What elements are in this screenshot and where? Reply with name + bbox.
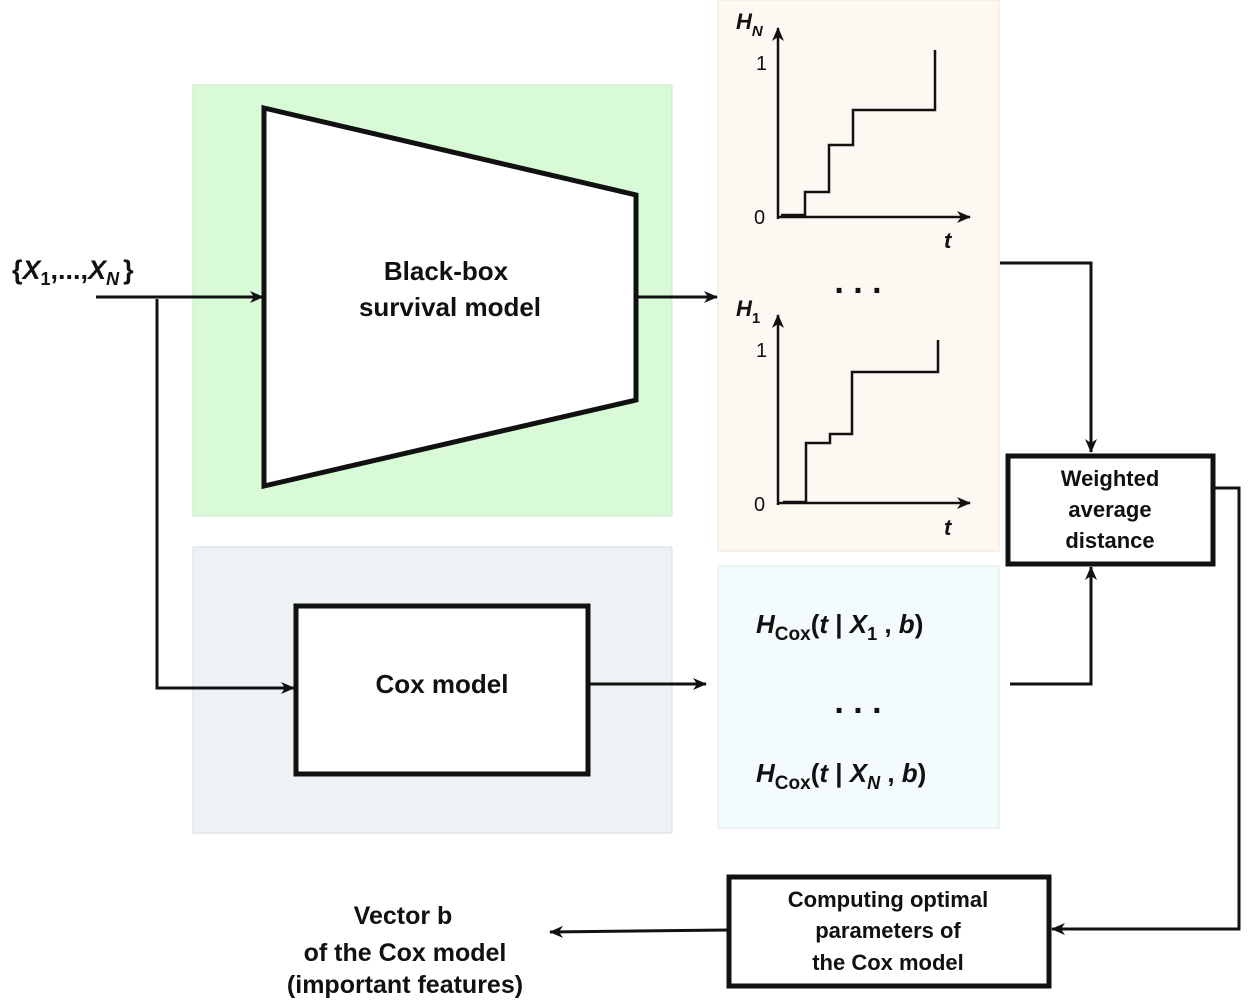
plot-h1-step-curve: [783, 340, 940, 504]
plot-hn-x-label: t: [944, 228, 953, 253]
plot-h1-y-label: H1: [736, 296, 760, 327]
cox-outputs-panel: [717, 565, 1000, 829]
plot-hn: HN 1 0 t: [736, 9, 971, 253]
plot-h1-x-label: t: [944, 515, 953, 540]
vector-label-line1: Vector b: [354, 902, 453, 930]
plot-h1: H1 1 0 t: [736, 296, 971, 540]
computing-to-vector-arrow: [549, 925, 729, 938]
computing-label-line3: the Cox model: [812, 950, 964, 975]
plot-hn-tick-one: 1: [756, 53, 767, 75]
weighted-label-line2: average: [1068, 497, 1151, 522]
computing-parameters-box: [726, 874, 1052, 989]
plot-hn-step-curve: [781, 50, 937, 217]
cox-outputs-ellipsis: . . .: [834, 683, 881, 721]
input-to-cox-arrow: [155, 299, 295, 694]
vector-label-line3: (important features): [287, 971, 523, 999]
black-box-label-line2: survival model: [359, 292, 541, 322]
black-box-model-shape: [261, 104, 639, 490]
plot-hn-y-label: HN: [736, 9, 764, 40]
plot-h1-tick-zero: 0: [754, 494, 765, 516]
plots-ellipsis: . . .: [834, 263, 881, 301]
plot-hn-tick-zero: 0: [754, 207, 765, 229]
computing-label-line2: parameters of: [815, 918, 961, 943]
computing-label-line1: Computing optimal: [788, 887, 988, 912]
weighted-label-line1: Weighted: [1061, 466, 1160, 491]
plots-panel: [717, 0, 1000, 552]
weighted-distance-box: [1005, 453, 1216, 567]
cox-output-last: HCox(t | XN , b): [756, 758, 926, 794]
weighted-to-computing-arrow: [1051, 486, 1241, 935]
outputs-to-weighted-arrow: [1010, 566, 1097, 686]
black-box-label-line1: Black-box: [384, 256, 509, 286]
input-set-label: {X1,...,XN}: [12, 255, 134, 289]
plot-h1-tick-one: 1: [756, 340, 767, 362]
weighted-label-line3: distance: [1065, 528, 1154, 553]
cox-model-label: Cox model: [376, 669, 509, 699]
cox-output-first: HCox(t | X1 , b): [756, 609, 923, 645]
plots-to-weighted-arrow: [1000, 261, 1097, 453]
cox-model-box: [293, 603, 591, 777]
vector-label-line2: of the Cox model: [304, 939, 507, 967]
